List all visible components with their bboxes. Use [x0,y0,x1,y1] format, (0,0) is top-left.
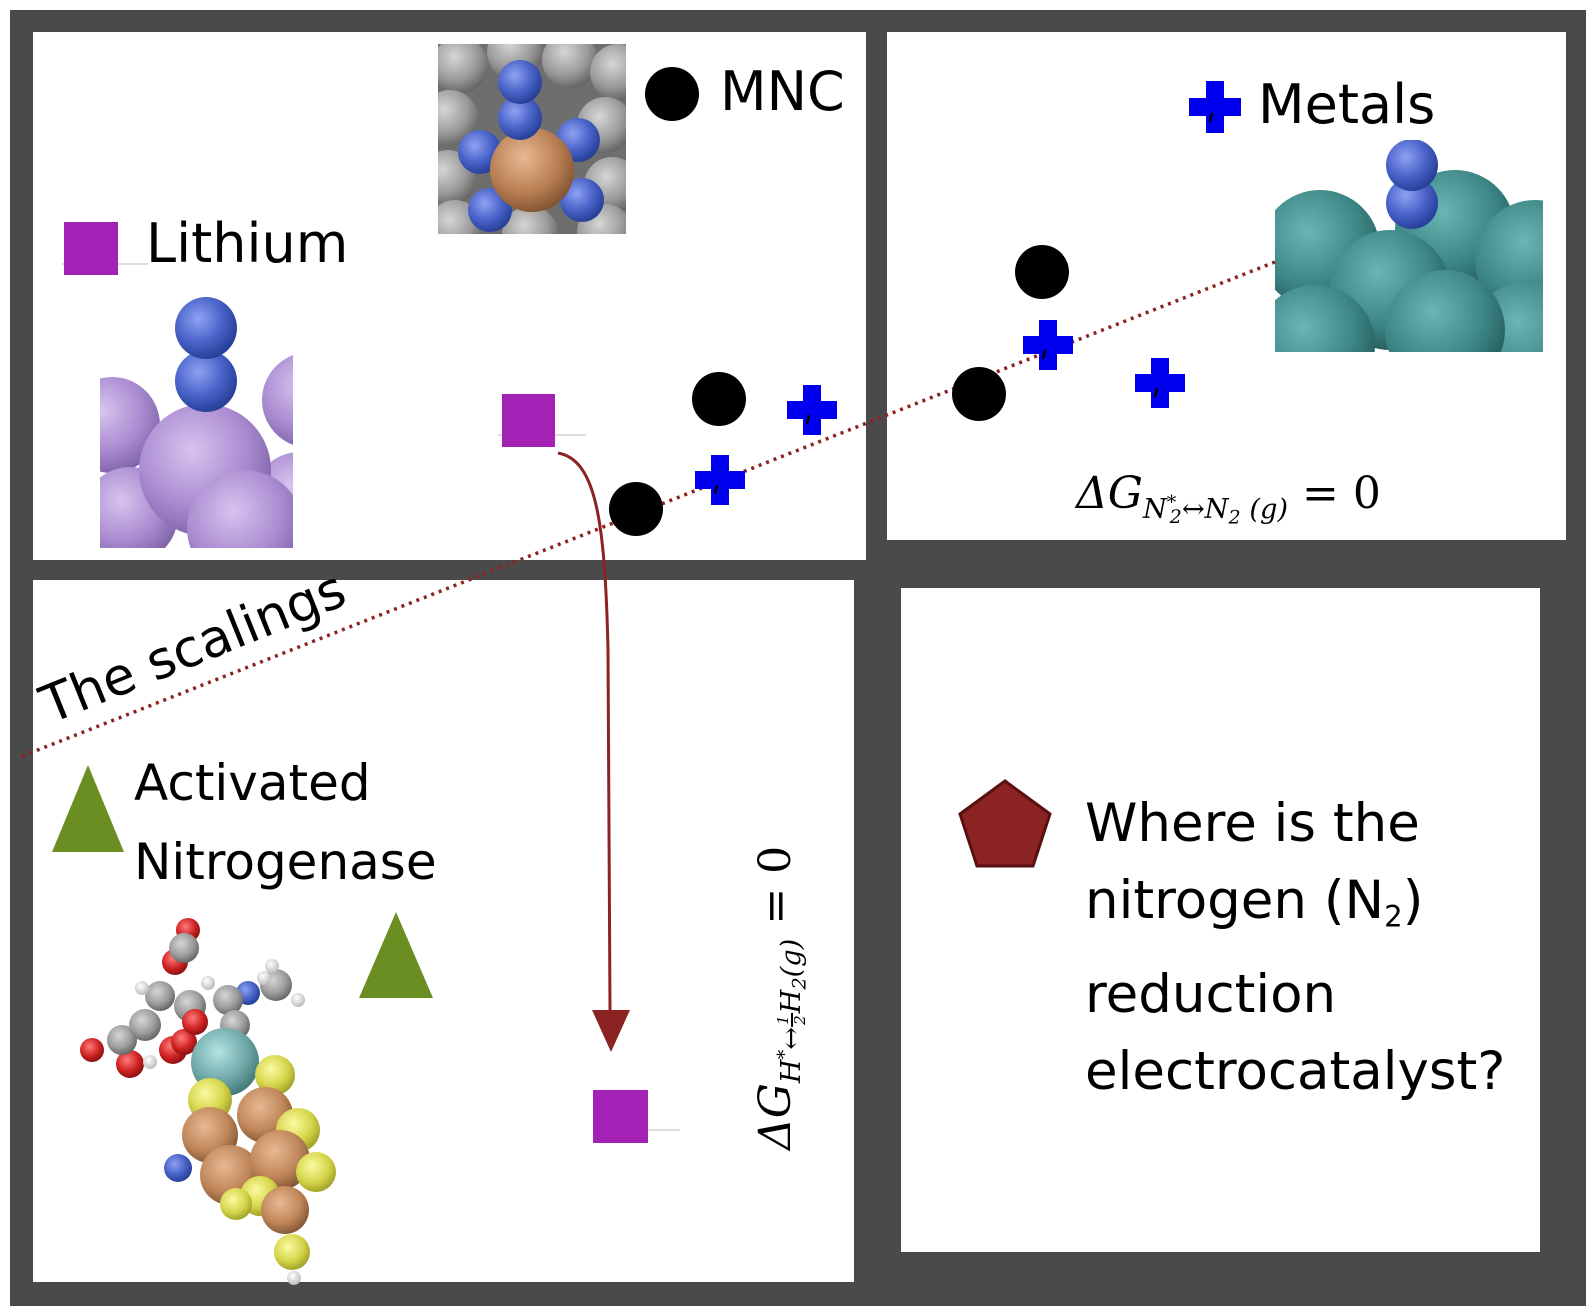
h-eq-arrow: ↔ [775,1026,807,1050]
legend-nitrogenase-label: Nitrogenase [134,833,437,891]
data-markers [359,245,1185,1143]
n2-eq-sub-c: (g) [1240,493,1289,525]
question-line-2-post: ) [1402,870,1424,931]
mnc-point [1015,245,1069,299]
mnc-point [952,367,1006,421]
transition-arrow [557,451,612,1011]
nitrogenase-structure [80,918,336,1285]
question-line-2-sub: 2 [1384,899,1403,934]
n2-eq-sub-b: ↔N [1181,493,1229,525]
question-line-3: reduction [1085,963,1337,1025]
lithium-structure [100,297,293,548]
metal-structure [1275,140,1543,352]
legend-activated-label: Activated [134,754,371,812]
h-eq-sub-b: H [775,989,807,1014]
h-eq-rhs: = 0 [750,845,801,939]
h-eq-sub-a: H [775,1059,807,1084]
legend-metals-label: Metals [1258,73,1436,136]
legend-mnc-label: MNC [720,60,845,123]
n2-adsorption-equation: ΔGN*2↔N2 (g) = 0 [1076,468,1381,528]
legend-lithium-label: Lithium [146,212,349,275]
metal-point [1023,320,1073,370]
n2-eq-sub-b-sub: 2 [1228,505,1241,529]
nitrogenase-point [359,912,433,998]
n2-eq-sub-a: N [1142,493,1167,525]
question-line-1: Where is the [1085,793,1420,854]
panel-bottom-right [901,588,1540,1252]
legend-metals-marker [1189,81,1241,133]
h-eq-delta: ΔG [750,1083,801,1150]
legend-target-marker [958,779,1052,868]
question-line-2-pre: nitrogen (N [1085,870,1385,931]
n2-eq-delta: ΔG [1076,468,1143,519]
lithium-point [502,394,555,447]
question-line-4: electrocatalyst? [1085,1040,1506,1102]
h-eq-sub-c: (g) [775,938,807,978]
question-text: Where is the nitrogen (N2) reduction ele… [1085,785,1505,1110]
h-eq-sub-b-sub: 2 [787,977,811,990]
h-eq-frac-den: 2 [791,1015,810,1025]
n2-eq-sub-a-sub: 2 [1169,505,1182,529]
activated-lithium-point [593,1090,648,1143]
n2-eq-rhs: = 0 [1288,468,1381,519]
metal-point [695,455,745,505]
mnc-point [692,372,746,426]
mnc-structure [438,44,626,234]
question-line-2: nitrogen (N2) [1085,862,1505,956]
h-eq-sup-a: * [772,1049,795,1060]
n2-eq-sub-a-sup: * [1166,490,1177,513]
legend-nitrogenase-marker [52,765,124,852]
metal-point [1135,358,1185,408]
legend-lithium-marker [64,222,118,275]
metal-point [787,385,837,435]
legend-mnc-marker [645,67,699,121]
mnc-point [609,482,663,536]
transition-arrowhead [592,1010,630,1052]
